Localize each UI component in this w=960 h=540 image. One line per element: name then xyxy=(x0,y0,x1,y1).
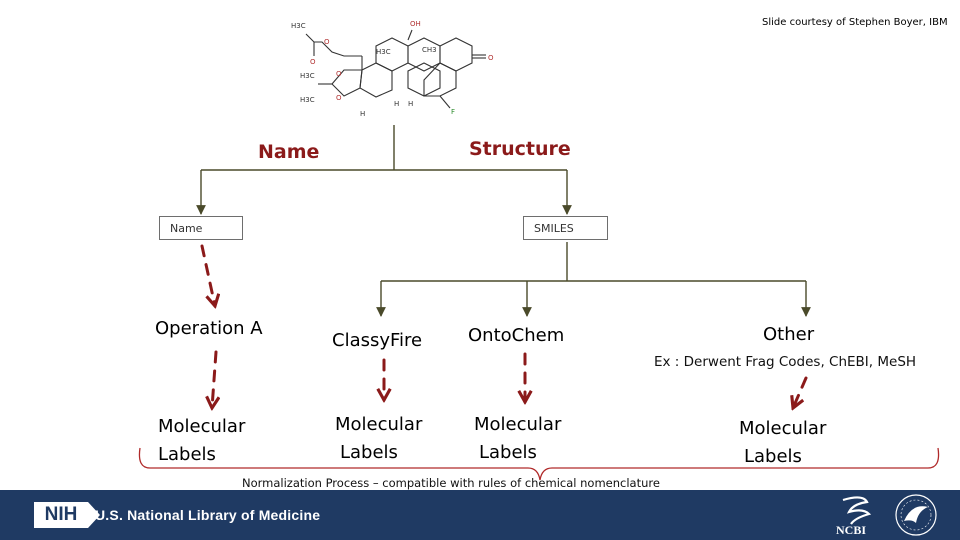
molecular-labels-2: Molecular Labels xyxy=(335,411,422,467)
molecular-labels-4: Molecular Labels xyxy=(739,415,826,471)
smiles-box: SMILES xyxy=(523,216,608,240)
ncbi-logo-icon xyxy=(842,496,872,525)
footer-bar: NIH U.S. National Library of Medicine NC… xyxy=(0,490,960,540)
branch-label-structure: Structure xyxy=(469,138,571,160)
node-classyfire: ClassyFire xyxy=(332,330,423,351)
labels-line1: Molecular xyxy=(158,416,246,437)
dashed-arrow-op-labels xyxy=(212,350,216,408)
normalization-caption: Normalization Process – compatible with … xyxy=(242,476,660,490)
nlm-name: U.S. National Library of Medicine xyxy=(95,507,321,523)
name-box: Name xyxy=(159,216,243,240)
atom-label: H3C xyxy=(300,96,315,104)
molecular-labels-3: Molecular Labels xyxy=(474,411,561,467)
branch-label-name: Name xyxy=(258,141,320,163)
labels-line2: Labels xyxy=(744,446,802,467)
labels-line1: Molecular xyxy=(335,414,423,435)
node-operation-a: Operation A xyxy=(155,318,263,339)
atom-label: CH3 xyxy=(422,46,437,54)
atom-label: F xyxy=(451,108,455,116)
labels-line1: Molecular xyxy=(474,414,562,435)
atom-label: H xyxy=(360,110,365,118)
atom-label: H3C xyxy=(376,48,391,56)
atom-label: O xyxy=(336,94,342,102)
atom-label: O xyxy=(488,54,494,62)
atom-label: H3C xyxy=(291,22,306,30)
ncbi-label: NCBI xyxy=(836,523,867,537)
atom-label: OH xyxy=(410,20,421,28)
labels-line2: Labels xyxy=(158,444,216,465)
atom-label: H3C xyxy=(300,72,315,80)
atom-label: H xyxy=(394,100,399,108)
atom-label: H xyxy=(408,100,413,108)
labels-line2: Labels xyxy=(340,442,398,463)
molecular-labels-1: Molecular Labels xyxy=(158,413,245,469)
atom-label: O xyxy=(324,38,330,46)
nih-logo: NIH xyxy=(34,502,100,528)
labels-line2: Labels xyxy=(479,442,537,463)
dashed-arrow-other xyxy=(793,376,808,408)
dashed-arrow-name-op xyxy=(200,244,215,306)
molecule-structure xyxy=(305,29,486,109)
atom-label: O xyxy=(336,70,342,78)
slide-credit: Slide courtesy of Stephen Boyer, IBM xyxy=(762,17,948,28)
atom-label: O xyxy=(310,58,316,66)
node-ontochem: OntoChem xyxy=(468,325,565,346)
other-example-text: Ex : Derwent Frag Codes, ChEBI, MeSH xyxy=(654,354,917,370)
node-other: Other xyxy=(763,324,815,345)
labels-line1: Molecular xyxy=(739,418,827,439)
hhs-seal-icon xyxy=(895,494,937,536)
normalization-brace xyxy=(138,447,940,481)
